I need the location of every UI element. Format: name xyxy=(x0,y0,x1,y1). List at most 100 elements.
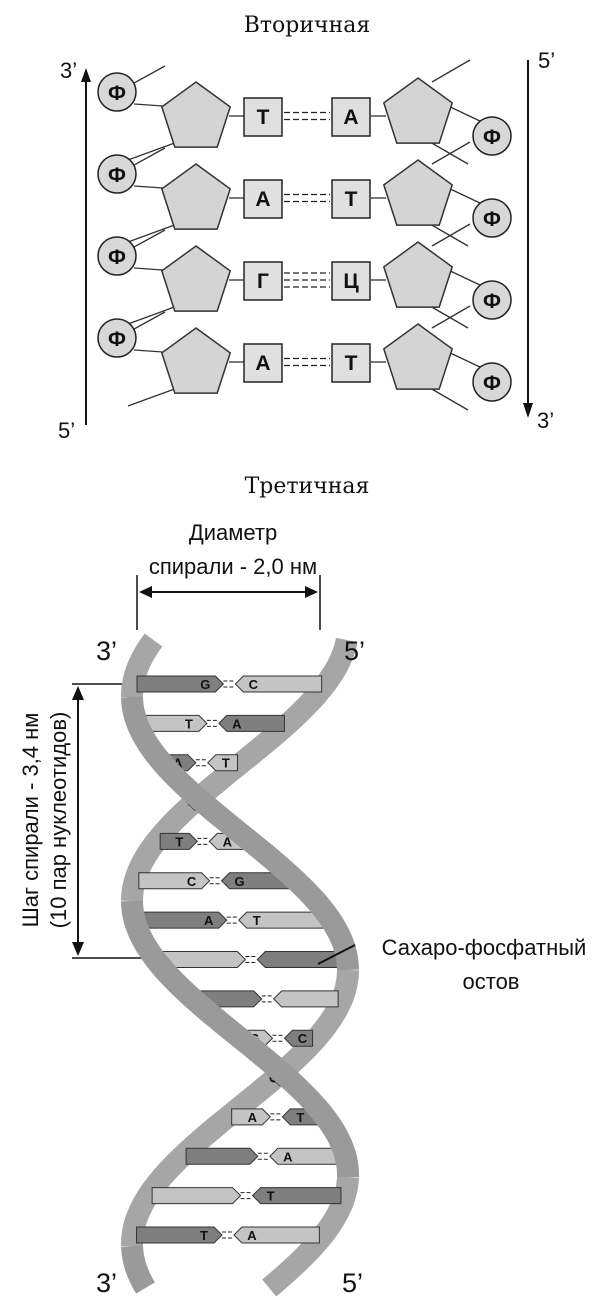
secondary-row: А Т Ф Ф xyxy=(97,305,512,411)
base-box xyxy=(243,343,283,383)
sugar-pentagon xyxy=(160,163,232,230)
sugar-pentagon xyxy=(382,241,454,308)
tertiary-structure-diagram: Третичная Диаметр спирали - 2,0 нм Шаг с… xyxy=(18,474,586,1298)
phosphate-right: Ф xyxy=(472,362,512,402)
sugar-pentagon xyxy=(160,81,232,148)
base-letter: A xyxy=(204,913,214,928)
base-block xyxy=(151,1187,242,1205)
base-block xyxy=(159,832,199,850)
base-letter: C xyxy=(298,1031,308,1046)
sugar-pentagon xyxy=(382,159,454,226)
backbone-segment xyxy=(121,633,163,697)
secondary-title: Вторичная xyxy=(244,13,371,38)
base-letter: Т xyxy=(345,352,358,375)
base-letter: T xyxy=(200,1228,208,1243)
base-letter: Г xyxy=(257,270,269,293)
svg-text:Ф: Ф xyxy=(108,82,126,105)
backbone-label-line2: остов xyxy=(463,969,520,994)
base-letter: A xyxy=(223,834,233,849)
base-letter: G xyxy=(235,874,245,889)
pitch-label-line1: Шаг спирали - 3,4 нм xyxy=(18,713,43,928)
backbone-segment xyxy=(121,696,359,971)
diameter-dimension-bracket xyxy=(136,575,321,630)
backbone-leader-line xyxy=(317,944,356,965)
end-top-left-label: 3’ xyxy=(96,636,117,666)
base-block xyxy=(185,1147,259,1165)
end-bottom-left-label: 3’ xyxy=(96,1268,117,1298)
svg-text:Ф: Ф xyxy=(483,126,501,149)
left-end-top-label: 3’ xyxy=(60,58,77,83)
base-letter: C xyxy=(187,874,197,889)
base-block xyxy=(136,1226,223,1244)
end-top-right-label: 5’ xyxy=(344,636,365,666)
base-box xyxy=(243,261,283,301)
base-block xyxy=(256,951,344,968)
base-block xyxy=(231,1108,272,1126)
base-letter: А xyxy=(343,106,358,129)
base-block xyxy=(272,990,339,1008)
base-letter: Ц xyxy=(343,270,359,293)
base-letter: A xyxy=(173,756,183,771)
secondary-structure-diagram: Вторичная 3’ 5’ 5’ 3’ Т А Ф Ф А Т Ф Ф Г Ц Ф Ф А Т Ф Ф xyxy=(58,13,555,443)
phosphate-right: Ф xyxy=(472,116,512,156)
base-letter: Т xyxy=(345,188,358,211)
base-letter: T xyxy=(175,834,183,849)
base-letter: A xyxy=(283,1149,293,1164)
end-bottom-right-label: 5’ xyxy=(342,1268,363,1298)
base-box xyxy=(331,343,371,383)
phosphate-left: Ф xyxy=(97,318,137,358)
base-letter: T xyxy=(185,716,193,731)
phosphate-left: Ф xyxy=(97,236,137,276)
base-letter: C xyxy=(249,677,259,692)
base-letter: A xyxy=(248,1110,258,1125)
base-letter: T xyxy=(296,1110,304,1125)
phosphate-left: Ф xyxy=(97,72,137,112)
base-block xyxy=(233,1226,320,1244)
base-block xyxy=(269,1147,343,1165)
base-box xyxy=(243,97,283,137)
base-letter: А xyxy=(255,188,270,211)
base-block xyxy=(136,675,225,693)
helix-base-pair: T xyxy=(151,1187,342,1205)
base-letter: A xyxy=(247,1228,257,1243)
base-box xyxy=(331,261,371,301)
base-block xyxy=(138,911,228,929)
base-box xyxy=(243,179,283,219)
diameter-label-line2: спирали - 2,0 нм xyxy=(149,554,317,579)
base-block xyxy=(138,872,211,890)
base-block xyxy=(283,1029,314,1047)
backbone-segment xyxy=(121,900,359,1177)
right-end-bottom-label: 3’ xyxy=(537,408,554,433)
phosphate-left: Ф xyxy=(97,154,137,194)
svg-text:Ф: Ф xyxy=(108,328,126,351)
left-end-bottom-label: 5’ xyxy=(58,418,75,443)
svg-text:Ф: Ф xyxy=(108,164,126,187)
secondary-row: Г Ц Ф Ф xyxy=(97,223,512,329)
sugar-pentagon xyxy=(382,77,454,144)
helix-front-strand xyxy=(121,696,359,1294)
backbone-segment xyxy=(121,1245,155,1294)
backbone-segment xyxy=(121,969,359,1246)
svg-text:Ф: Ф xyxy=(483,208,501,231)
base-letter: Т xyxy=(257,106,270,129)
diameter-label-line1: Диаметр xyxy=(189,520,277,545)
base-letter: T xyxy=(267,1189,275,1204)
base-box xyxy=(331,97,371,137)
base-letter: А xyxy=(255,352,270,375)
left-strand-direction-arrow xyxy=(81,68,91,425)
svg-text:Ф: Ф xyxy=(108,246,126,269)
backbone-label-line1: Сахаро-фосфатный xyxy=(382,935,587,960)
phosphate-right: Ф xyxy=(472,280,512,320)
secondary-row: Т А Ф Ф xyxy=(97,59,512,165)
helix-base-pair: A xyxy=(185,1147,343,1165)
base-block xyxy=(234,675,323,693)
right-end-top-label: 5’ xyxy=(538,48,555,73)
